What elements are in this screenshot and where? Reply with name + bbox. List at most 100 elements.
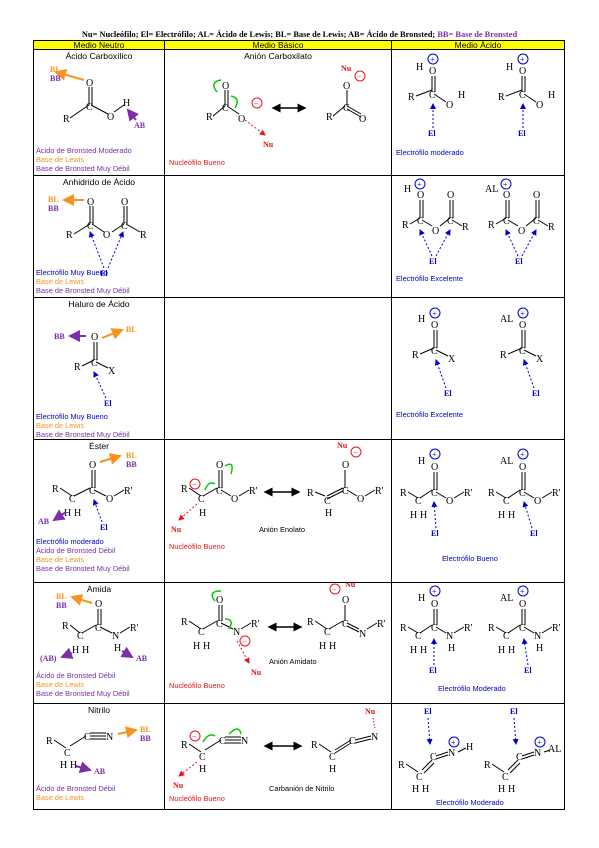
- atom-R: R: [52, 484, 59, 495]
- row2-prop-0: Electrófilo Muy Bueno: [36, 268, 108, 277]
- charge-plus: +: [432, 309, 437, 318]
- charge-plus: +: [430, 55, 435, 64]
- atom-R-prime: R': [124, 486, 133, 497]
- row1-neutral-structure: R C O O H BL BB AB: [50, 65, 146, 130]
- tag-BB: BB: [54, 332, 65, 341]
- row5-neutral-structure: R C H H C O N H R' BL BB (AB) AB: [40, 592, 148, 663]
- atom-O: O: [519, 66, 526, 77]
- atom-H: H: [199, 508, 206, 519]
- tag-AB: AB: [38, 517, 50, 526]
- row6-neutral-structure: R C H H C N BL BB AB: [46, 725, 151, 776]
- charge-plus: +: [451, 738, 456, 747]
- tag-El: El: [431, 529, 439, 538]
- atom-R-prime: R': [552, 623, 561, 634]
- atom-C: C: [77, 631, 84, 642]
- atom-C: C: [222, 103, 229, 114]
- atom-R-prime: R': [464, 488, 473, 499]
- atom-C: C: [216, 619, 223, 630]
- atom-O: O: [342, 595, 349, 606]
- atom-AL: AL: [485, 184, 498, 195]
- row6-prop-0: Ácido de Bronsted Débil: [36, 784, 116, 793]
- atom-H: H: [199, 764, 206, 775]
- atom-H: H: [416, 62, 423, 73]
- atom-H: H: [508, 510, 515, 521]
- atom-H: H: [412, 784, 419, 795]
- atom-C: C: [86, 102, 93, 113]
- atom-R: R: [181, 740, 188, 751]
- atom-R: R: [488, 220, 495, 231]
- tag-BB: BB: [140, 734, 151, 743]
- atom-C: C: [416, 772, 423, 783]
- row4-acid-prop: Electrófilo Bueno: [442, 554, 498, 563]
- atom-O: O: [238, 114, 245, 125]
- atom-C: C: [84, 732, 91, 743]
- atom-R: R: [400, 488, 407, 499]
- atom-O: O: [216, 595, 223, 606]
- atom-C: C: [533, 216, 540, 227]
- charge-minus: −: [254, 99, 259, 108]
- row1-neutral: Ácido Carboxílico R C O O H BL BB AB Áci…: [33, 50, 165, 176]
- atom-C: C: [69, 494, 76, 505]
- charge-minus: −: [242, 637, 247, 646]
- tag-El: El: [530, 529, 538, 538]
- atom-C: C: [519, 488, 526, 499]
- tag-BL: BL: [126, 325, 137, 334]
- atom-O: O: [518, 226, 525, 237]
- atom-R: R: [181, 617, 188, 628]
- atom-H: H: [114, 643, 121, 654]
- atom-R: R: [311, 740, 318, 751]
- atom-X: X: [448, 354, 456, 365]
- atom-C: C: [516, 752, 523, 763]
- atom-O: O: [357, 494, 364, 505]
- row1-basic-structure: R C O O − Nu R C O O Nu −: [206, 64, 366, 149]
- atom-O: O: [95, 599, 102, 610]
- atom-O: O: [216, 460, 223, 471]
- row1-title: Ácido Carboxílico: [65, 51, 133, 61]
- atom-R: R: [500, 350, 507, 361]
- row1-basic: Anión Carboxilato R C O O − Nu R C O O N…: [165, 50, 392, 176]
- atom-O: O: [106, 494, 113, 505]
- atom-H: H: [325, 508, 332, 519]
- row4-neutral: Éster R C H H C O O R' BL BB AB El Elect…: [33, 440, 165, 583]
- tag-BL: BL: [56, 592, 67, 601]
- atom-H: H: [420, 510, 427, 521]
- atom-O: O: [343, 81, 350, 92]
- atom-H: H: [422, 784, 429, 795]
- atom-O: O: [533, 190, 540, 201]
- atom-R-prime: R': [130, 623, 139, 634]
- atom-C: C: [91, 358, 98, 369]
- atom-O: O: [432, 226, 439, 237]
- row2-basic: [165, 176, 392, 298]
- reactivity-table: Medio Neutro Medio Básico Medio Ácido Ác…: [33, 40, 565, 810]
- charge-minus: −: [332, 585, 337, 594]
- row6-acid-structure: El R C H H C N H + El R C H H C N: [398, 707, 561, 795]
- tag-BB: BB: [56, 601, 67, 610]
- atom-H: H: [329, 764, 336, 775]
- atom-O: O: [431, 462, 438, 473]
- atom-O: O: [431, 599, 438, 610]
- atom-C: C: [329, 752, 336, 763]
- tag-BB: BB: [48, 204, 59, 213]
- row4-acid: R C H H C O H O R' + El R C H H C O AL O…: [392, 440, 565, 583]
- charge-plus: +: [503, 180, 508, 189]
- atom-R-prime: R': [375, 486, 384, 497]
- charge-plus: +: [417, 180, 422, 189]
- atom-O: O: [87, 197, 94, 208]
- row1-acid: R C O H O H + El R C O H O H + El Electr…: [392, 50, 565, 176]
- atom-C: C: [502, 772, 509, 783]
- atom-R: R: [63, 114, 70, 125]
- atom-N: N: [112, 631, 119, 642]
- atom-R: R: [140, 230, 147, 241]
- atom-H: H: [548, 90, 555, 101]
- atom-C: C: [324, 627, 331, 638]
- atom-H: H: [498, 645, 505, 656]
- atom-H: H: [72, 645, 79, 656]
- atom-C: C: [503, 631, 510, 642]
- tag-El: El: [100, 523, 108, 532]
- row3-neutral: Haluro de Ácido R C O X BB BL El Electró…: [33, 298, 165, 440]
- atom-R: R: [307, 617, 314, 628]
- tag-El: El: [532, 389, 540, 398]
- atom-C: C: [343, 103, 350, 114]
- atom-H: H: [203, 641, 210, 652]
- atom-H: H: [410, 510, 417, 521]
